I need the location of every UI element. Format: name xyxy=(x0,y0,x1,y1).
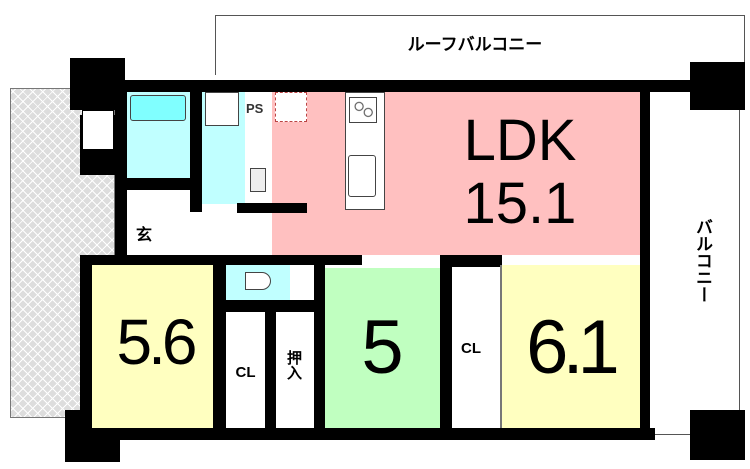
ldk-name: LDK xyxy=(463,108,577,173)
closet-2 xyxy=(452,267,490,428)
wall-left xyxy=(115,88,127,258)
bathtub-icon xyxy=(130,95,186,121)
ps-shaft xyxy=(275,92,307,122)
wall xyxy=(127,178,202,190)
pillar xyxy=(690,410,745,460)
wall-top xyxy=(70,80,745,92)
oshiire-label: 押入 xyxy=(285,350,302,380)
wall xyxy=(213,265,226,430)
pillar xyxy=(690,62,745,110)
closet-1-label: CL xyxy=(235,364,256,381)
room-size-5: 5 xyxy=(361,305,404,390)
washing-machine-icon xyxy=(205,92,239,126)
closet-2-label: CL xyxy=(461,340,481,357)
storage xyxy=(82,110,114,150)
side-balcony-label: バルコニー xyxy=(693,218,712,303)
wall xyxy=(237,203,307,213)
roof-balcony-label: ルーフバルコニー xyxy=(407,35,543,54)
roof-balcony xyxy=(215,15,745,75)
room-western-6-1 xyxy=(500,265,640,428)
wall xyxy=(265,312,276,430)
wall xyxy=(190,92,202,212)
pillar xyxy=(70,58,125,110)
wall xyxy=(226,300,324,312)
room-size-6-1: 6.1 xyxy=(526,305,620,390)
ldk-size: 15.1 xyxy=(463,171,577,236)
room-western-5 xyxy=(325,268,440,428)
room-ldk xyxy=(272,92,640,255)
wall xyxy=(314,265,325,430)
wall xyxy=(440,255,502,267)
stove-icon xyxy=(349,97,377,123)
closet-1 xyxy=(226,312,265,428)
wall-right xyxy=(640,80,650,440)
ps-label: PS xyxy=(246,101,264,116)
wall xyxy=(92,255,362,265)
oshiire xyxy=(276,312,314,428)
vanity-sink-icon xyxy=(250,168,266,192)
wall-bottom xyxy=(65,428,655,440)
sink-icon xyxy=(348,155,376,197)
room-size-5-6: 5.6 xyxy=(116,306,198,378)
toilet-icon xyxy=(245,272,271,290)
room-western-5-6 xyxy=(92,265,213,428)
entrance-label: 玄 xyxy=(136,227,153,244)
wall-left-lower xyxy=(80,255,92,435)
wall xyxy=(440,255,452,430)
